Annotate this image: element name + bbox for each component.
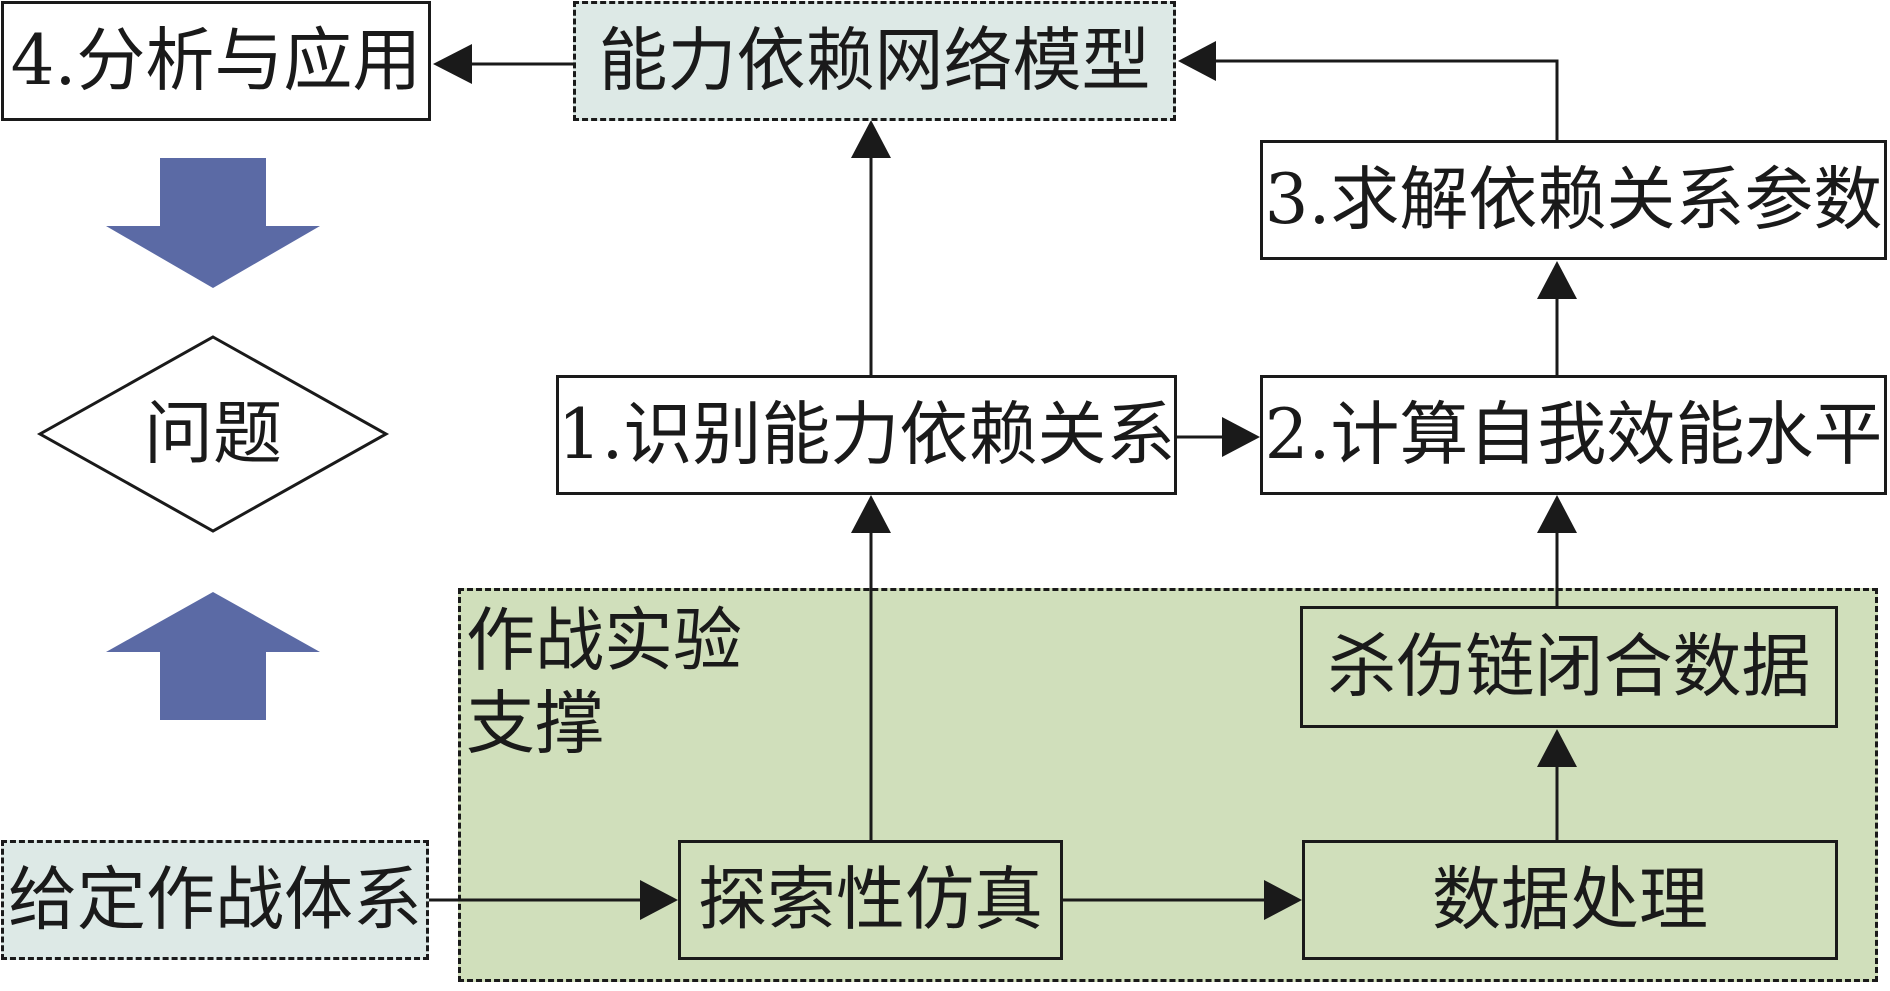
combat-experiment-support-label: 作战实验 支撑 — [466, 600, 742, 766]
kill-chain-data-label: 杀伤链闭合数据 — [1327, 626, 1811, 707]
arrow-system-to-simulation — [429, 880, 678, 920]
exploratory-simulation-box: 探索性仿真 — [678, 840, 1063, 960]
region-label-line-2: 支撑 — [466, 683, 604, 764]
arrow-compute-to-params — [1537, 261, 1577, 375]
arrow-simulation-to-identify — [851, 495, 891, 840]
given-system-box: 给定作战体系 — [1, 840, 429, 960]
exploratory-simulation-label: 探索性仿真 — [698, 859, 1043, 940]
identify-dependency-box: 1.识别能力依赖关系 — [556, 375, 1177, 495]
problem-text: 问题 — [144, 393, 282, 474]
arrow-identify-to-model — [851, 120, 891, 375]
compute-self-efficacy-box: 2.计算自我效能水平 — [1260, 375, 1887, 495]
region-label-line-1: 作战实验 — [466, 601, 742, 681]
capability-network-model-label: 能力依赖网络模型 — [598, 20, 1151, 101]
problem-diamond — [36, 335, 390, 533]
arrow-killchain-to-compute — [1537, 495, 1577, 606]
kill-chain-data-box: 杀伤链闭合数据 — [1300, 606, 1838, 728]
given-system-label: 给定作战体系 — [8, 859, 422, 940]
block-arrow-up — [106, 592, 320, 720]
arrow-params-to-model — [1178, 41, 1559, 140]
arrow-simulation-to-processing — [1063, 880, 1302, 920]
solve-dependency-params-label: 3.求解依赖关系参数 — [1264, 159, 1883, 240]
arrow-processing-to-killchain — [1537, 729, 1577, 840]
analysis-application-box: 4.分析与应用 — [1, 1, 431, 121]
problem-label: 问题 — [113, 394, 313, 474]
arrow-model-to-analysis — [433, 44, 573, 84]
identify-dependency-label: 1.识别能力依赖关系 — [557, 394, 1176, 475]
block-arrow-down — [106, 158, 320, 288]
arrow-identify-to-compute — [1177, 417, 1260, 457]
capability-network-model-box: 能力依赖网络模型 — [573, 1, 1176, 121]
solve-dependency-params-box: 3.求解依赖关系参数 — [1260, 140, 1887, 260]
compute-self-efficacy-label: 2.计算自我效能水平 — [1264, 394, 1883, 475]
data-processing-label: 数据处理 — [1432, 859, 1708, 940]
data-processing-box: 数据处理 — [1302, 840, 1838, 960]
analysis-application-label: 4.分析与应用 — [10, 20, 422, 101]
